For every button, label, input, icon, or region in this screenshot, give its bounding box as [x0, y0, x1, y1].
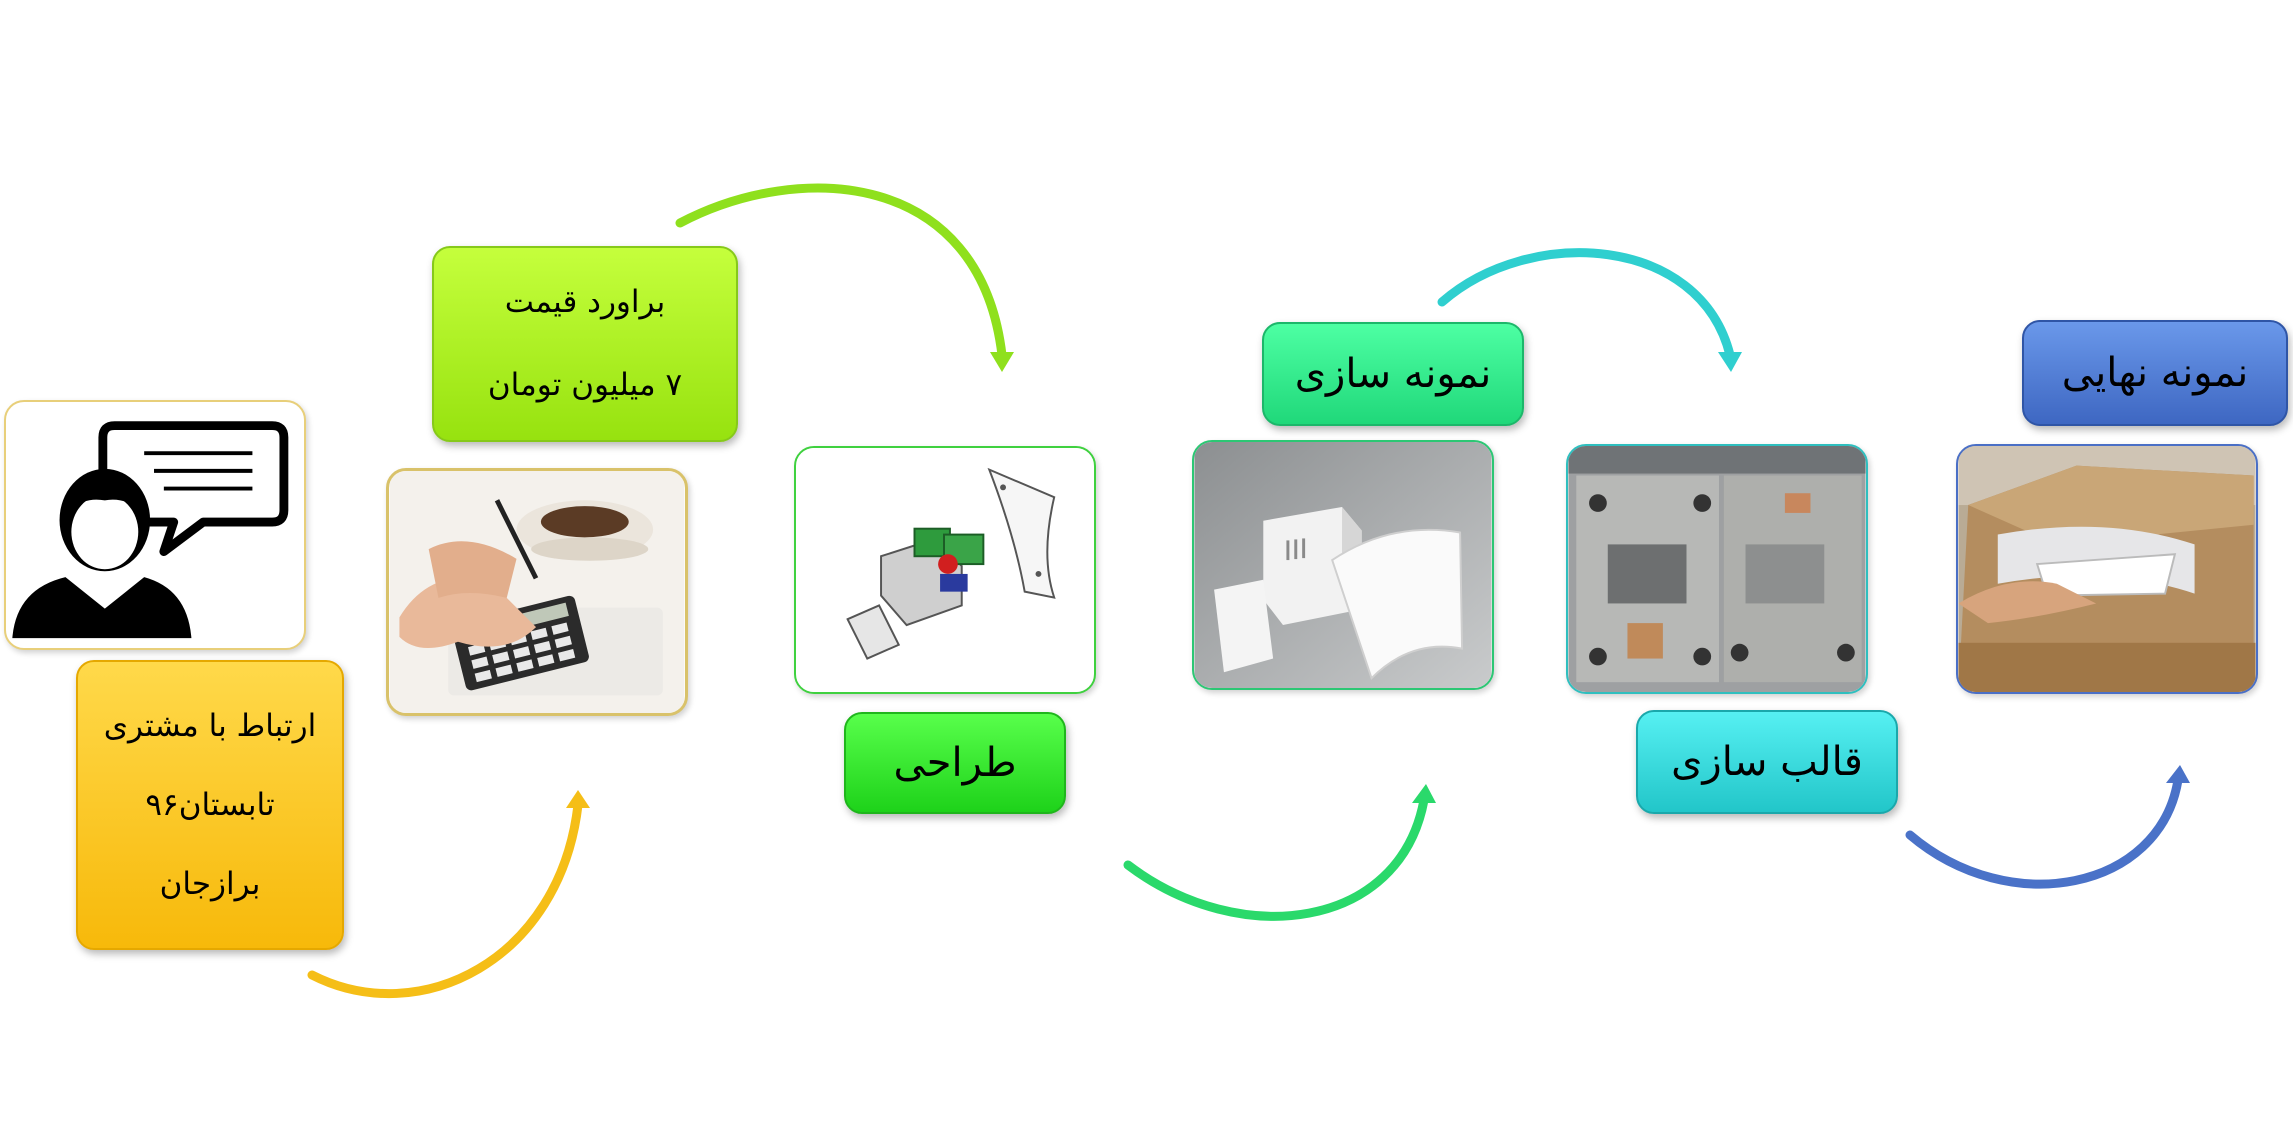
prototype-photo-card — [1192, 440, 1494, 690]
final-photo-card — [1956, 444, 2258, 694]
prototype-photo — [1194, 442, 1492, 688]
final-label: نمونه نهایی — [2061, 350, 2249, 396]
final-step-box: نمونه نهایی — [2022, 320, 2288, 426]
mold-label: قالب سازی — [1671, 739, 1863, 785]
arrow-prototype-to-mold — [1437, 248, 1742, 372]
design-step-box: طراحی — [844, 712, 1066, 814]
customer-line-1: ارتباط با مشتری — [103, 707, 317, 744]
calculator-photo — [389, 471, 685, 713]
design-image-card — [794, 446, 1096, 694]
arrow-estimate-to-design — [675, 183, 1014, 372]
cad-design-image — [796, 448, 1094, 692]
arrow-customer-to-estimate — [307, 790, 590, 999]
final-product-photo — [1958, 446, 2256, 692]
estimate-line-1: براورد قیمت — [504, 284, 666, 320]
estimate-step-box: براورد قیمت ۷ میلیون تومان — [432, 246, 738, 442]
estimate-line-2: ۷ میلیون تومان — [487, 367, 683, 403]
customer-line-2: تابستان۹۶ — [145, 786, 275, 823]
arrow-mold-to-final — [1905, 765, 2190, 889]
arrow-design-to-prototype — [1123, 784, 1436, 921]
customer-line-3: برازجان — [159, 865, 261, 902]
mold-photo-card — [1566, 444, 1868, 694]
customer-support-icon — [12, 421, 289, 639]
mold-photo — [1568, 446, 1866, 692]
design-label: طراحی — [893, 740, 1017, 786]
customer-step-box: ارتباط با مشتری تابستان۹۶ برازجان — [76, 660, 344, 950]
mold-step-box: قالب سازی — [1636, 710, 1898, 814]
prototype-label: نمونه سازی — [1294, 351, 1492, 397]
customer-icon-card — [4, 400, 306, 650]
prototype-step-box: نمونه سازی — [1262, 322, 1524, 426]
estimate-photo-card — [386, 468, 688, 716]
